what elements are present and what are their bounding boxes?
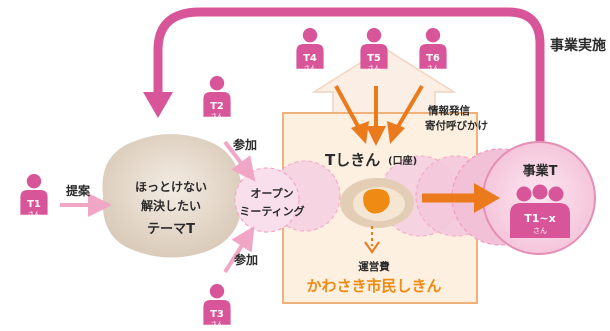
person-t5: T5 さん — [360, 28, 388, 72]
arrowhead-t4 — [351, 121, 369, 144]
person-t5-sub: さん — [368, 64, 382, 72]
problem-text-3: テーマT — [147, 222, 195, 237]
label-info-2: 寄付呼びかけ — [425, 119, 488, 132]
arrowhead-t5 — [366, 126, 386, 146]
person-t5-id: T5 — [367, 53, 381, 64]
person-t6: T6 さん — [419, 28, 447, 72]
person-t4-sub: さん — [304, 64, 318, 72]
person-t4-id: T4 — [303, 53, 317, 64]
label-tshikin-sub: (口座) — [388, 154, 417, 167]
person-t4: T4 さん — [296, 28, 324, 72]
arrow-t4-to-fund — [334, 85, 362, 131]
person-t1-id: T1 — [27, 199, 41, 210]
open-meeting-text-1: オープン — [250, 186, 293, 200]
person-t3-sub: さん — [211, 320, 225, 328]
open-meeting-circle — [234, 167, 300, 233]
label-unei: 運営費 — [358, 260, 390, 273]
arrow-t3-to-meeting — [223, 225, 255, 274]
problem-text-1: ほっとけない — [135, 180, 207, 194]
fund-coin — [363, 188, 390, 214]
problem-blob — [102, 134, 243, 258]
group-id: T1~x — [524, 212, 555, 225]
feedback-loop-arrow — [153, 7, 545, 142]
open-meeting-text-2: ミーティング — [239, 204, 304, 218]
arrowhead-t6 — [387, 121, 405, 144]
person-t6-id: T6 — [426, 53, 440, 64]
feedback-arrowhead — [143, 92, 173, 118]
group-person-icons — [510, 184, 570, 238]
arrow-t6-to-fund — [394, 84, 424, 132]
person-t2: T2 さん — [203, 76, 231, 120]
label-tshikin: Tしきん — [325, 151, 380, 169]
label-info-1: 情報発信 — [428, 104, 470, 117]
person-t6-sub: さん — [427, 64, 441, 72]
label-jigyou-jisshi: 事業実施 — [550, 37, 606, 54]
arrow-t2-to-meeting — [223, 140, 256, 182]
arrowhead-operating-cost — [364, 241, 380, 254]
label-fund-name: かわさき市民しきん — [306, 277, 441, 295]
person-t2-id: T2 — [210, 101, 224, 112]
person-t3-id: T3 — [210, 309, 224, 320]
person-t3: T3 さん — [203, 284, 231, 328]
label-sanka-top: 参加 — [233, 137, 257, 152]
person-t2-sub: さん — [211, 112, 225, 120]
person-t1-sub: さん — [28, 210, 42, 218]
label-sanka-bottom: 参加 — [234, 252, 258, 267]
group-sub: さん — [533, 227, 547, 235]
label-project: 事業T — [523, 163, 558, 179]
label-teian: 提案 — [66, 183, 91, 198]
person-t1: T1 さん — [20, 174, 48, 218]
problem-text-2: 解決したい — [141, 198, 201, 213]
arrowhead-project — [474, 183, 500, 213]
